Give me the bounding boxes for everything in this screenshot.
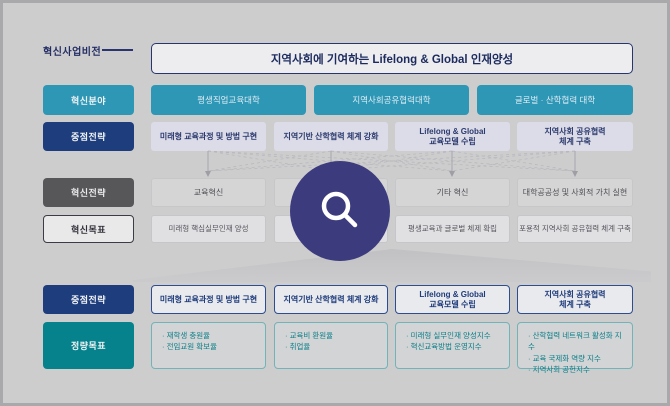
strategy-bottom-box: 지역사회 공유협력 체계 구축 bbox=[517, 285, 633, 314]
row-label-quant-goal: 정량목표 bbox=[43, 322, 134, 369]
strategy-top-box: 지역사회 공유협력 체계 구축 bbox=[517, 122, 633, 151]
innovation-strategy-box: 기타 혁신 bbox=[395, 178, 510, 207]
vision-title-box: 지역사회에 기여하는 Lifelong & Global 인재양성 bbox=[151, 43, 633, 74]
innovation-goal-box: 미래형 핵심실무인재 양성 bbox=[151, 215, 266, 243]
vision-connector-line bbox=[102, 49, 133, 51]
vision-section-label: 혁신사업비전 bbox=[43, 47, 102, 58]
field-box: 평생직업교육대학 bbox=[151, 85, 306, 115]
innovation-goal-box: 포용적 지역사회 공유협력 체계 구축 bbox=[517, 215, 633, 243]
quant-goal-box: · 미래형 실무인재 양성지수· 혁신교육방법 운영지수 bbox=[395, 322, 510, 369]
quant-goal-box: · 교육비 환원율· 취업율 bbox=[274, 322, 388, 369]
row-label-innovation-goal: 혁신목표 bbox=[43, 215, 134, 243]
row-label-innovation-strategy: 혁신전략 bbox=[43, 178, 134, 207]
innovation-strategy-box: 대학공공성 및 사회적 가치 실현 bbox=[517, 178, 633, 207]
innovation-goal-box: 평생교육과 글로벌 체제 확립 bbox=[395, 215, 510, 243]
strategy-bottom-box: 지역기반 산학협력 체계 강화 bbox=[274, 285, 388, 314]
strategy-top-box: Lifelong & Global 교육모델 수립 bbox=[395, 122, 510, 151]
field-box: 글로벌 · 산학협력 대학 bbox=[477, 85, 633, 115]
quant-goal-box: · 재학생 충원율· 전임교원 확보율 bbox=[151, 322, 266, 369]
field-box: 지역사회공유협력대학 bbox=[314, 85, 469, 115]
row-label-fields: 혁신분야 bbox=[43, 85, 134, 115]
row-label-strategy-top: 중점전략 bbox=[43, 122, 134, 151]
vision-title: 지역사회에 기여하는 Lifelong & Global 인재양성 bbox=[270, 53, 514, 66]
quant-goal-box: · 산학협력 네트워크 활성화 지수· 교육 국제화 역량 지수· 지역사회 공… bbox=[517, 322, 633, 374]
row-label-strategy-bottom: 중점전략 bbox=[43, 285, 134, 314]
strategy-bottom-box: Lifelong & Global 교육모델 수립 bbox=[395, 285, 510, 314]
zoom-button[interactable] bbox=[290, 161, 390, 261]
search-icon bbox=[321, 191, 358, 228]
section-transition-beam bbox=[133, 249, 651, 282]
strategy-top-box: 지역기반 산학협력 체계 강화 bbox=[274, 122, 388, 151]
strategy-top-box: 미래형 교육과정 및 방법 구현 bbox=[151, 122, 266, 151]
strategy-bottom-box: 미래형 교육과정 및 방법 구현 bbox=[151, 285, 266, 314]
innovation-strategy-box: 교육혁신 bbox=[151, 178, 266, 207]
